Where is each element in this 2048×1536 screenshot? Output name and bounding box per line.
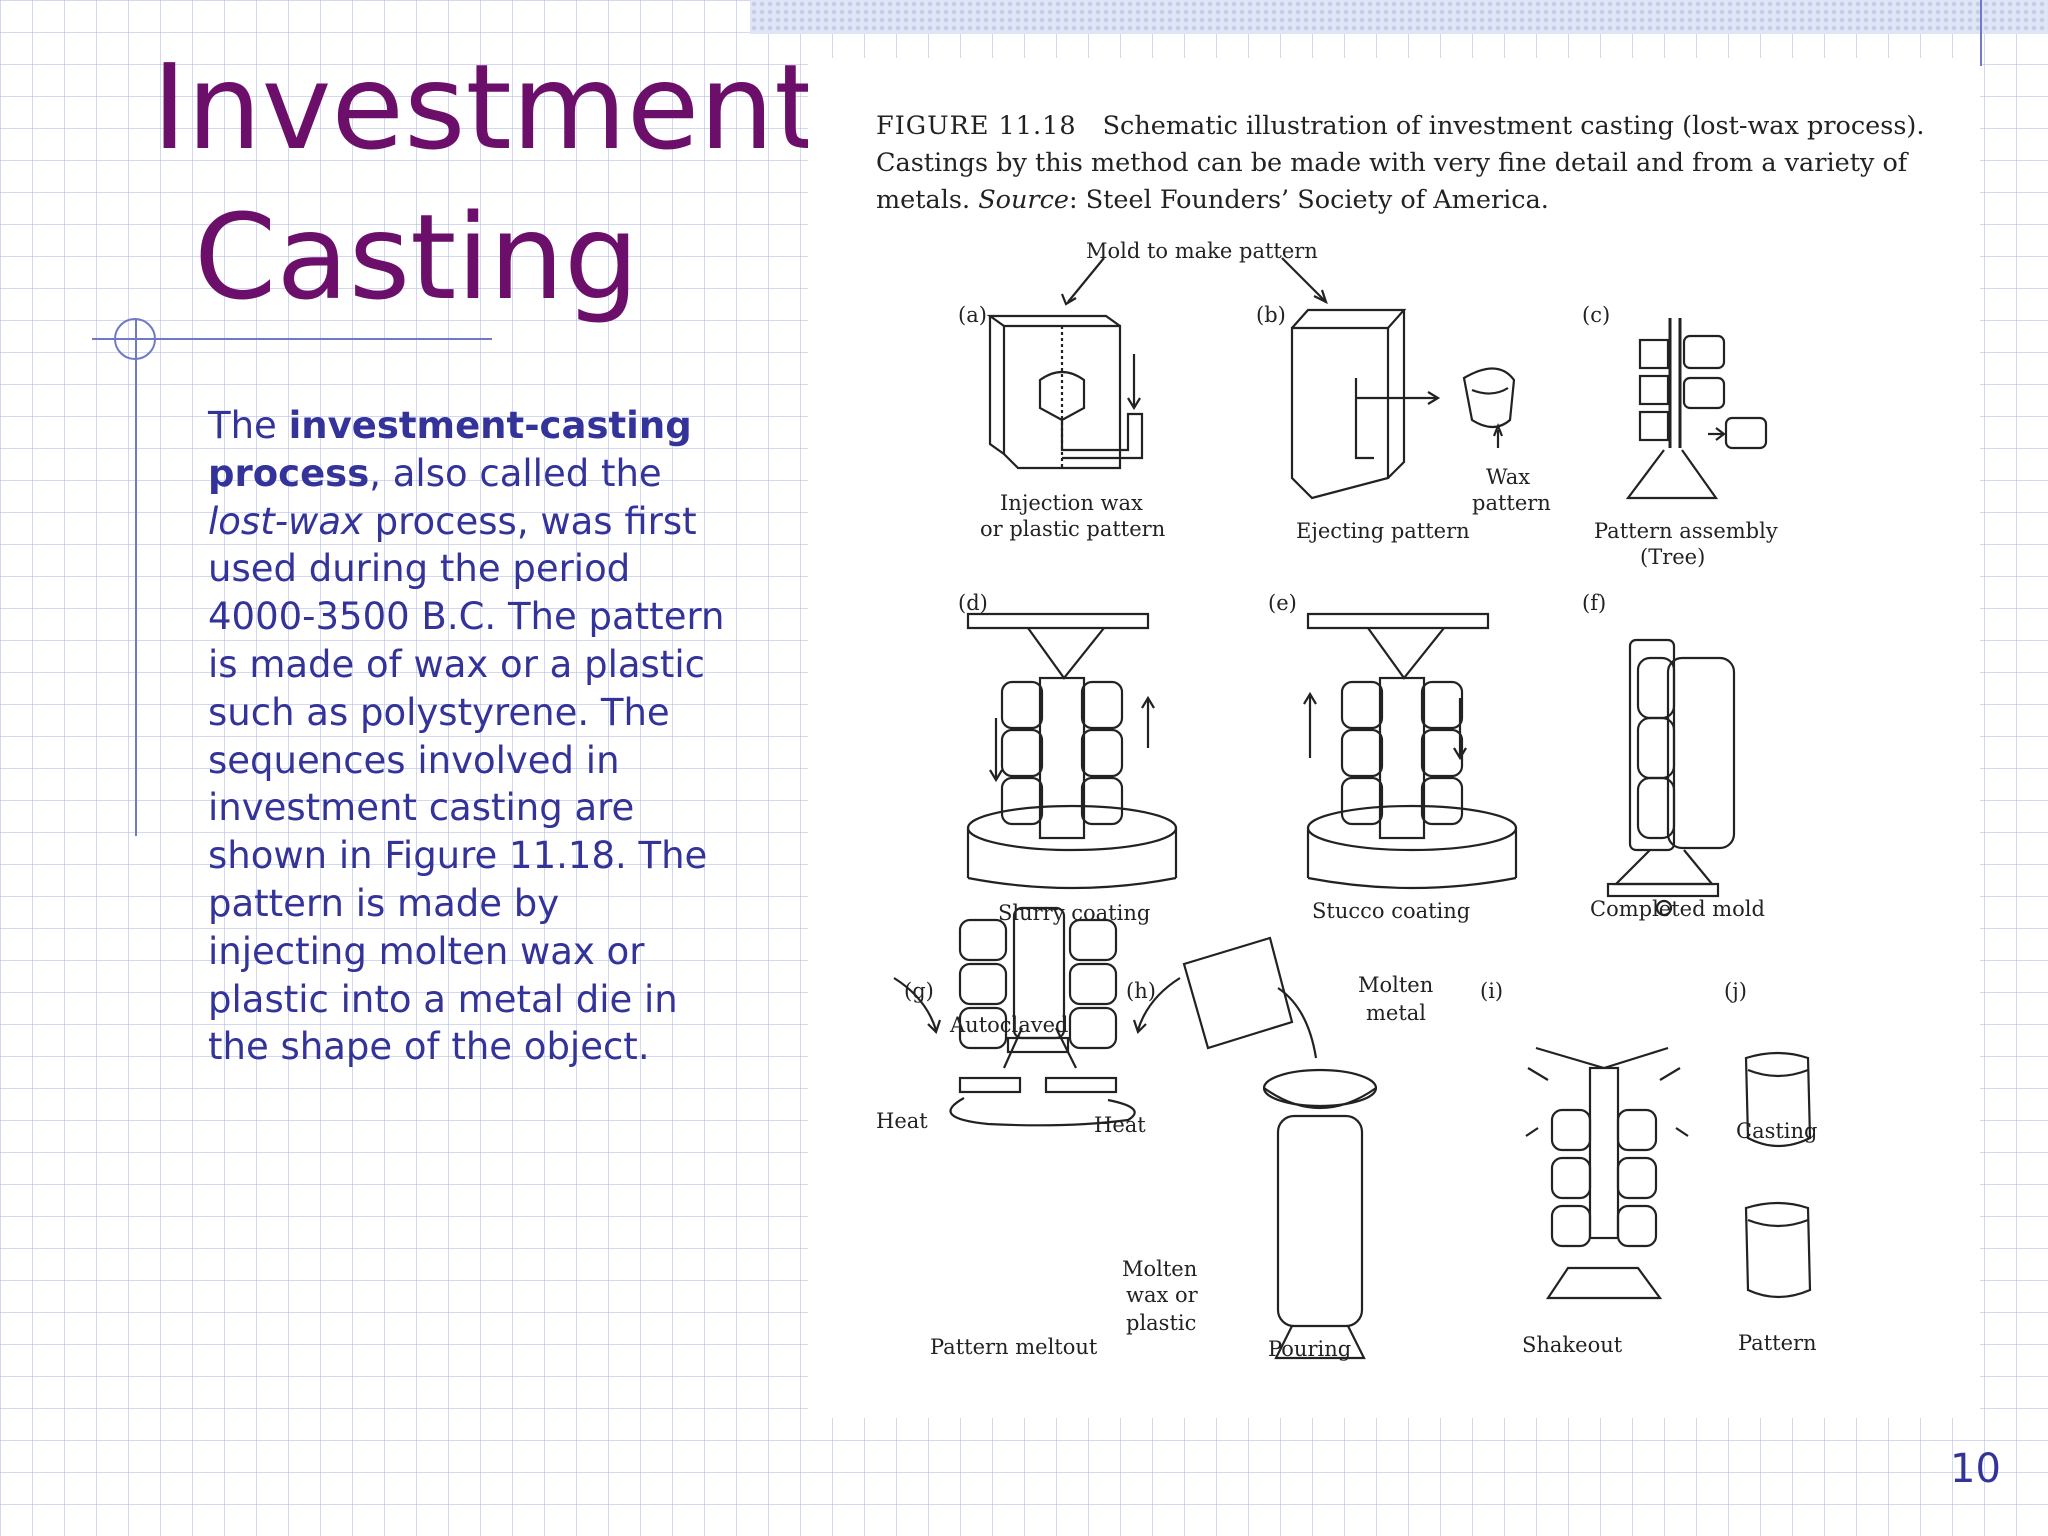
caption-source-label: Source — [978, 185, 1069, 215]
shakeout-drawing — [1525, 1046, 1689, 1300]
label-injection-2: or plastic pattern — [980, 517, 1165, 541]
label-molten-wax-2: wax or — [1126, 1283, 1199, 1307]
label-stucco: Stucco coating — [1312, 899, 1470, 923]
body-italic-term: lost-wax — [208, 499, 363, 543]
page-number: 10 — [1950, 1446, 2001, 1492]
caption-source-text: : Steel Founders’ Society of America. — [1069, 185, 1549, 215]
title-line-2: Casting — [194, 188, 639, 326]
label-a: (a) — [958, 303, 987, 327]
label-casting: Casting — [1736, 1119, 1818, 1143]
label-b: (b) — [1256, 303, 1286, 327]
title-underline — [92, 338, 492, 340]
label-autoclaved: Autoclaved — [949, 1013, 1069, 1037]
label-d: (d) — [958, 591, 988, 615]
label-injection-1: Injection wax — [1000, 491, 1143, 515]
label-molten-metal-1: Molten — [1358, 973, 1433, 997]
left-vertical-rule — [135, 320, 137, 836]
ejecting-drawing — [1290, 308, 1516, 500]
pouring-drawing — [1182, 936, 1378, 1360]
investment-casting-diagram: Mold to make pattern (a) (b) (c) Injecti… — [876, 239, 1818, 1361]
label-wax-2: pattern — [1472, 491, 1551, 515]
label-assembly-2: (Tree) — [1640, 545, 1705, 569]
label-molten-wax-3: plastic — [1126, 1311, 1196, 1335]
body-bold-term: investment-casting process — [208, 404, 692, 495]
body-text-3: process, was first used during the perio… — [208, 499, 725, 1069]
body-paragraph: The investment-casting process, also cal… — [208, 402, 728, 1071]
label-slurry: Slurry coating — [998, 901, 1150, 925]
slide-title: Investment Casting — [152, 32, 820, 332]
completed-mold-drawing — [1606, 638, 1736, 917]
label-molten-wax-1: Molten — [1122, 1257, 1197, 1281]
slurry-drawing — [966, 612, 1178, 890]
caption-main: Schematic illustration of investment cas… — [876, 111, 1925, 215]
label-assembly-1: Pattern assembly — [1594, 519, 1778, 543]
label-c: (c) — [1582, 303, 1610, 327]
label-mold-to-make-pattern: Mold to make pattern — [1086, 239, 1318, 263]
figure-number: FIGURE 11.18 — [876, 111, 1077, 141]
title-line-1: Investment — [152, 38, 821, 176]
casting-pattern-drawing — [1744, 1051, 1812, 1299]
meltout-drawing — [893, 906, 1181, 1127]
label-h: (h) — [1126, 979, 1156, 1003]
label-pattern: Pattern — [1738, 1331, 1817, 1355]
label-completed: Completed mold — [1590, 897, 1765, 921]
label-heat-left: Heat — [876, 1109, 928, 1133]
label-shakeout: Shakeout — [1522, 1333, 1623, 1357]
label-heat-right: Heat — [1094, 1113, 1146, 1137]
label-meltout: Pattern meltout — [930, 1335, 1098, 1359]
label-pouring: Pouring — [1268, 1337, 1351, 1361]
label-e: (e) — [1268, 591, 1297, 615]
stucco-drawing — [1303, 612, 1518, 890]
label-molten-metal-2: metal — [1366, 1001, 1426, 1025]
top-right-rule — [1980, 0, 1982, 66]
body-text-1: The — [208, 404, 289, 447]
label-g: (g) — [904, 979, 934, 1003]
top-decorative-band — [750, 0, 2048, 34]
label-f: (f) — [1582, 591, 1606, 615]
label-j: (j) — [1724, 979, 1747, 1003]
tree-drawing — [1625, 318, 1768, 500]
label-wax-1: Wax — [1486, 465, 1530, 489]
body-text-2: , also called the — [369, 451, 662, 495]
mold-drawing — [986, 314, 1144, 470]
label-i: (i) — [1480, 979, 1503, 1003]
crosshair-circle-icon — [114, 318, 156, 360]
label-ejecting: Ejecting pattern — [1296, 519, 1470, 543]
